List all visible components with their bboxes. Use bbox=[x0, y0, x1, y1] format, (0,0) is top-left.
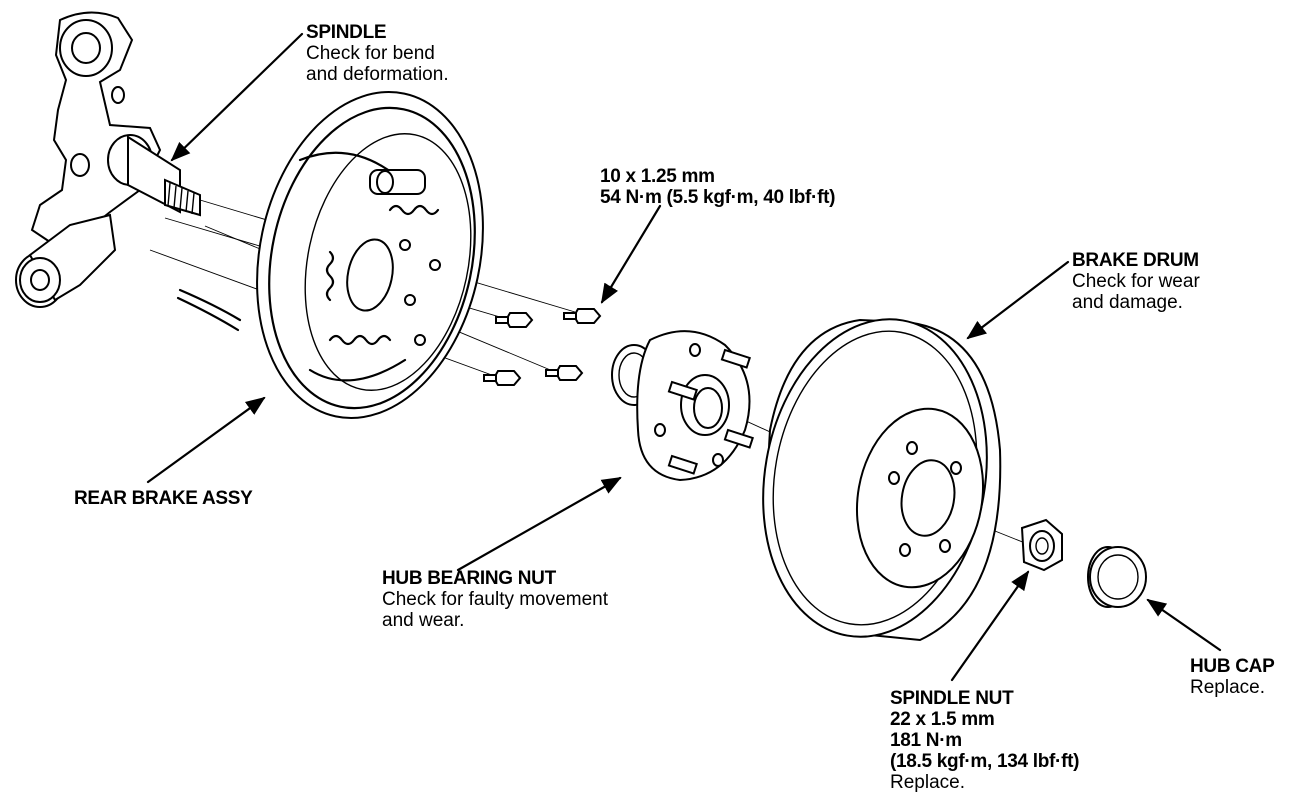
hub-bearing-nut-desc-2: and wear. bbox=[382, 610, 465, 631]
rear-brake-assy-part bbox=[176, 90, 484, 420]
rear-brake-assy-title: REAR BRAKE ASSY bbox=[74, 488, 253, 509]
brake-drum-part bbox=[762, 318, 1002, 642]
spindle-nut-size: 22 x 1.5 mm bbox=[890, 709, 995, 730]
spindle-label: SPINDLE Check for bend and deformation. bbox=[306, 22, 449, 85]
spindle-title: SPINDLE bbox=[306, 22, 387, 43]
spindle-nut-desc: Replace. bbox=[890, 772, 965, 793]
hub-cap-title: HUB CAP bbox=[1190, 656, 1275, 677]
hub-cap-label: HUB CAP Replace. bbox=[1190, 656, 1275, 698]
hub-bearing-nut-label: HUB BEARING NUT Check for faulty movemen… bbox=[382, 568, 608, 631]
spindle-desc-1: Check for bend bbox=[306, 43, 435, 64]
rear-brake-assy-label: REAR BRAKE ASSY bbox=[74, 488, 253, 509]
bolt-size: 10 x 1.25 mm bbox=[600, 166, 715, 187]
spindle-nut-torque: 181 N·m bbox=[890, 730, 962, 751]
brake-drum-desc-2: and damage. bbox=[1072, 292, 1183, 313]
bolt-torque: 54 N·m (5.5 kgf·m, 40 lbf·ft) bbox=[600, 187, 836, 208]
hub-cap-part bbox=[1087, 546, 1147, 608]
hub-cap-desc: Replace. bbox=[1190, 677, 1265, 698]
hub-bearing-nut-title: HUB BEARING NUT bbox=[382, 568, 556, 589]
bolt-spec-label: 10 x 1.25 mm 54 N·m (5.5 kgf·m, 40 lbf·f… bbox=[600, 166, 835, 208]
brake-drum-desc-1: Check for wear bbox=[1072, 271, 1200, 292]
hub-bearing-nut-desc-1: Check for faulty movement bbox=[382, 589, 608, 610]
spindle-nut-torque-alt: (18.5 kgf·m, 134 lbf·ft) bbox=[890, 751, 1080, 772]
brake-drum-label: BRAKE DRUM Check for wear and damage. bbox=[1072, 250, 1200, 313]
spindle-nut-title: SPINDLE NUT bbox=[890, 688, 1014, 709]
spindle-desc-2: and deformation. bbox=[306, 64, 449, 85]
leader-arrows bbox=[146, 32, 1222, 682]
spindle-nut-label: SPINDLE NUT 22 x 1.5 mm 181 N·m (18.5 kg… bbox=[890, 688, 1079, 793]
brake-drum-title: BRAKE DRUM bbox=[1072, 250, 1199, 271]
spindle-nut-part bbox=[1020, 518, 1063, 572]
knuckle-spindle-part bbox=[15, 11, 201, 308]
mounting-bolts-part bbox=[483, 308, 602, 386]
hub-bearing-part bbox=[611, 330, 754, 482]
